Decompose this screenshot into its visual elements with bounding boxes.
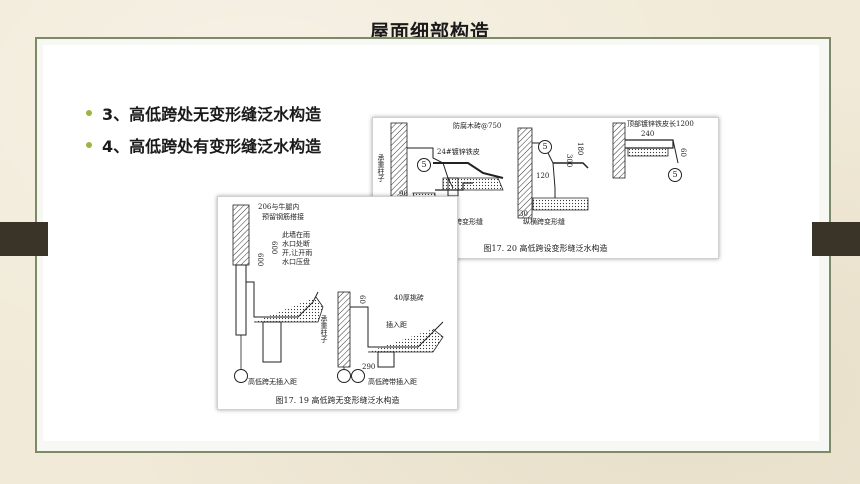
iron-sheet-label: 24#镀锌铁皮 [437, 148, 480, 156]
dim-240-label: 240 [641, 130, 655, 138]
right-side-tab [812, 222, 860, 256]
figure-17-19-caption: 图17. 19 高低跨无变形缝泛水构造 [275, 396, 400, 405]
bullet-dot-icon [86, 142, 92, 148]
note-side-label-4: 水口压盘 [282, 258, 310, 266]
insert-label: 插入距 [386, 321, 407, 329]
dim-60-label: 60 [358, 295, 366, 304]
bullet-item: 3、高低跨处无变形缝泛水构造 [86, 97, 321, 129]
detail-marker-icon [234, 369, 248, 383]
note-side-label-1: 此墙在雨 [282, 231, 310, 239]
sub-caption-left: 高低跨变形缝 [441, 218, 483, 226]
post-label: 承重柱子 [320, 315, 328, 343]
bullet-dot-icon [86, 110, 92, 116]
bullet-text: 3、高低跨处无变形缝泛水构造 [102, 105, 322, 124]
note-side-label-2: 水口处断 [282, 240, 310, 248]
post-label: 承重柱子 [377, 154, 385, 182]
detail-marker-icon: 5 [417, 158, 431, 172]
dim-180-label: 180 [576, 142, 584, 156]
dim-290-label: 290 [362, 363, 376, 371]
note-side-label-3: 开,让开雨 [282, 249, 313, 257]
dim-300-label: 300 [565, 154, 573, 168]
brick-label: 40厚挑砖 [394, 294, 424, 302]
sub-caption-left: 高低跨无插入距 [248, 378, 297, 386]
bullet-list: 3、高低跨处无变形缝泛水构造 4、高低跨处有变形缝泛水构造 [86, 97, 321, 161]
wood-brick-label: 防腐木砖@750 [453, 122, 502, 130]
figure-17-19: 206与牛腿内 预留钢筋搭接 此墙在雨 水口处断 开,让开雨 水口压盘 600 … [217, 196, 458, 410]
figure-17-20-caption: 图17. 20 高低跨设变形缝泛水构造 [483, 244, 608, 253]
note-top-label: 206与牛腿内 [258, 203, 300, 211]
dim-30-label: 30 [519, 210, 528, 218]
dim-90-label: 90 [399, 190, 408, 198]
dim-120-label: 120 [536, 172, 550, 180]
dim-600b-label: 600 [256, 253, 264, 267]
dim-600-label: 600 [270, 241, 278, 255]
sub-caption-right: 高低跨带插入距 [368, 378, 417, 386]
note-top-label-2: 预留钢筋搭接 [262, 213, 304, 221]
figure-17-19-drawing [232, 204, 444, 379]
detail-marker-icon [351, 369, 365, 383]
left-side-tab [0, 222, 48, 256]
dim-60-label: 60 [679, 148, 687, 157]
top-right-label: 顶部镀锌铁皮长1200 [627, 120, 694, 128]
detail-marker-icon [337, 369, 351, 383]
sub-caption-mid: 纵横跨变形缝 [523, 218, 565, 226]
bullet-item: 4、高低跨处有变形缝泛水构造 [86, 129, 321, 161]
detail-marker-icon: 5 [538, 140, 552, 154]
detail-marker-icon: 5 [668, 168, 682, 182]
bullet-text: 4、高低跨处有变形缝泛水构造 [102, 137, 322, 156]
